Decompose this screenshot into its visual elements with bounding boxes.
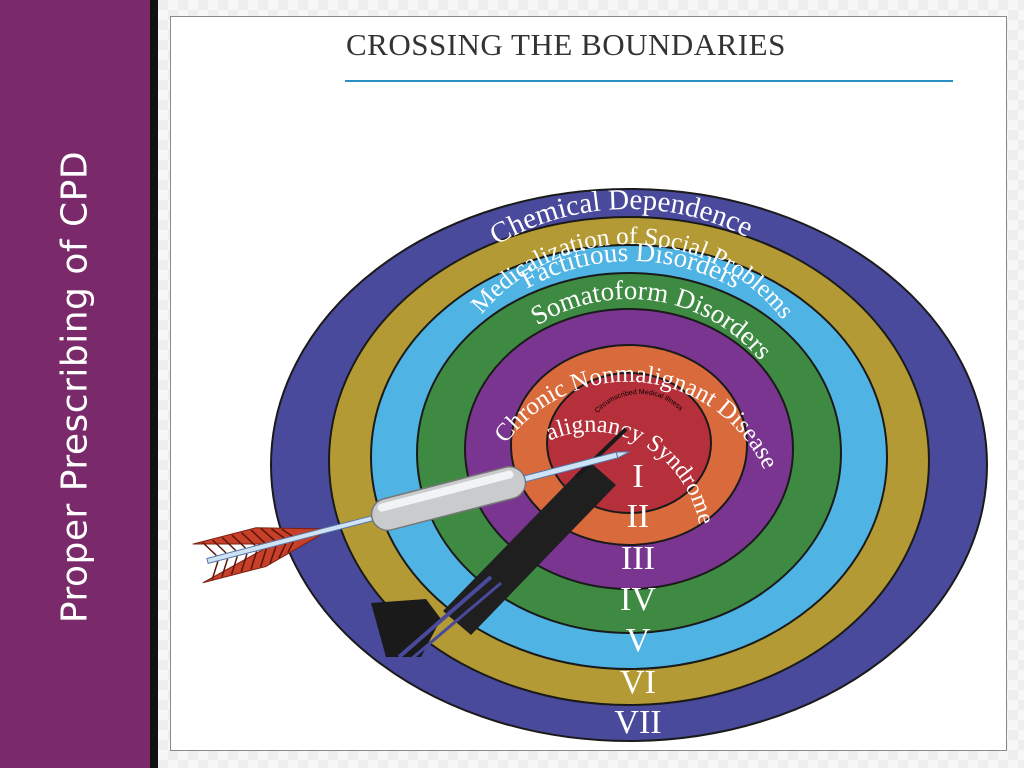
numeral-iv: IV — [620, 581, 656, 618]
slide-title: Proper Prescribing of CPD — [54, 150, 96, 624]
numeral-vi: VI — [620, 664, 656, 701]
figure-title: CROSSING THE BOUNDARIES — [346, 27, 786, 62]
dart-illustration — [192, 451, 630, 584]
numeral-iii: III — [621, 540, 655, 577]
numeral-i: I — [632, 458, 643, 495]
syringe-illustration — [371, 427, 628, 663]
numeral-ii: II — [627, 498, 650, 535]
numeral-vii: VII — [614, 704, 661, 741]
boundaries-figure: CROSSING THE BOUNDARIES Chemical Depende… — [170, 16, 1007, 751]
sidebar: Proper Prescribing of CPD — [0, 0, 150, 768]
target-diagram: Chemical Dependence Factitious Disorders… — [171, 17, 988, 742]
sidebar-divider — [150, 0, 158, 768]
title-rule — [345, 80, 953, 82]
numeral-v: V — [626, 622, 651, 659]
